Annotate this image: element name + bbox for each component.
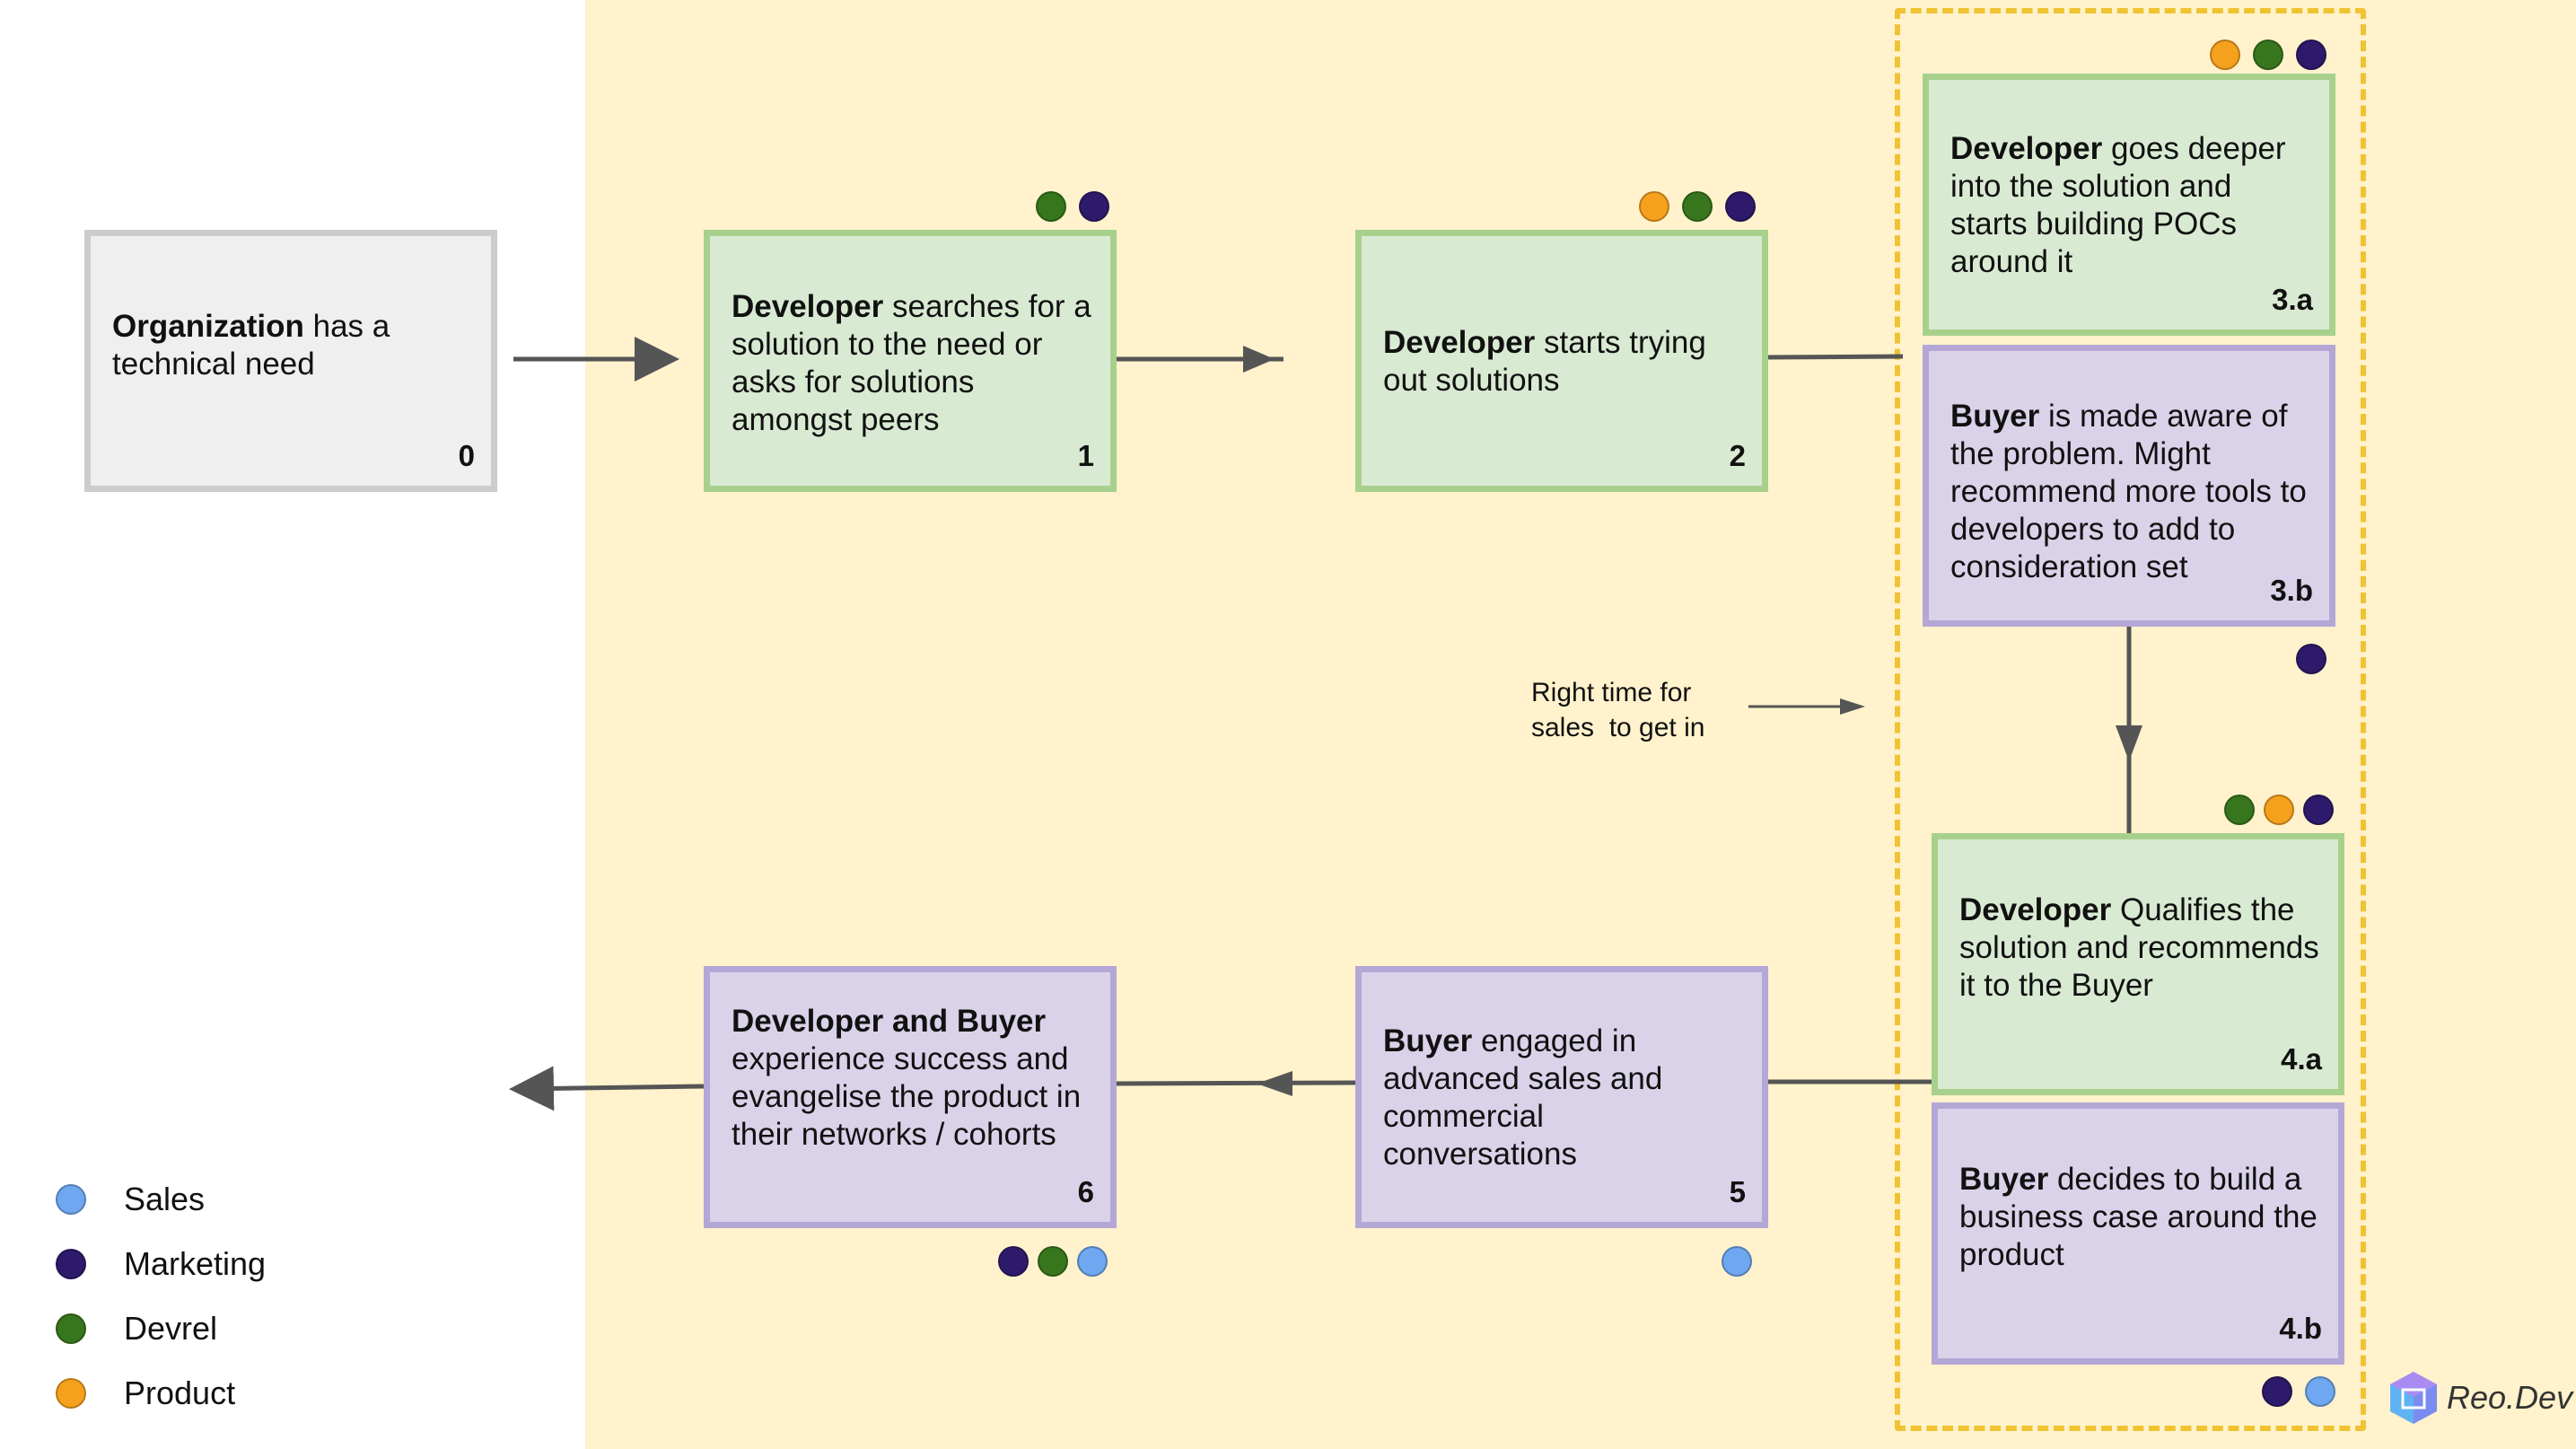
step-6-actor: Developer and Buyer (732, 1004, 1047, 1039)
devrel-dot-icon (1682, 191, 1713, 222)
step-3a-number: 3.a (2272, 283, 2313, 316)
step-3b-text: is made aware of the problem. Might reco… (1950, 399, 2307, 584)
devrel-dot-icon (2224, 795, 2255, 825)
legend-label: Devrel (124, 1310, 218, 1347)
marketing-dot-icon (2296, 40, 2326, 70)
marketing-dot-icon (56, 1249, 86, 1279)
step-3a-box: Developer goes deeper into the solution … (1923, 74, 2335, 336)
marketing-dot-icon (2262, 1376, 2292, 1407)
connector-2-to-3 (1764, 354, 1904, 360)
step-4b-box: Buyer decides to build a business case a… (1932, 1102, 2344, 1365)
sales-dot-icon (2305, 1376, 2335, 1407)
step-0-box: Organization has a technical need 0 (84, 230, 497, 492)
arrow-1-to-2-head (1243, 346, 1275, 373)
step-1-actor: Developer (732, 289, 884, 324)
logo-text: Reo.Dev (2447, 1379, 2573, 1416)
product-dot-icon (2264, 795, 2294, 825)
marketing-dot-icon (2303, 795, 2334, 825)
step-5-actor: Buyer (1383, 1023, 1473, 1058)
step-0-actor: Organization (112, 309, 304, 344)
product-dot-icon (2210, 40, 2240, 70)
marketing-dot-icon (998, 1246, 1029, 1277)
step-6-text: experience success and evangelise the pr… (732, 1041, 1082, 1152)
sales-window-dashed-region (1895, 8, 2366, 1431)
step-0-number: 0 (458, 439, 475, 472)
step-4b-number: 4.b (2279, 1312, 2322, 1345)
step-4b-actor: Buyer (1959, 1162, 2049, 1197)
step-2-actor: Developer (1383, 325, 1536, 360)
legend-label: Marketing (124, 1245, 267, 1282)
step-3a-text: goes deeper into the solution and starts… (1950, 131, 2286, 279)
sales-timing-note: Right time for sales to get in (1531, 678, 1705, 742)
step-1-text: searches for a solution to the need or a… (732, 289, 1091, 437)
step-1-number: 1 (1077, 439, 1094, 472)
devrel-dot-icon (56, 1313, 86, 1344)
sales-dot-icon (1077, 1246, 1108, 1277)
legend-label: Sales (124, 1181, 206, 1217)
step-3b-box: Buyer is made aware of the problem. Migh… (1923, 345, 2335, 627)
step-4a-number: 4.a (2281, 1042, 2322, 1076)
product-dot-icon (56, 1378, 86, 1409)
devrel-dot-icon (1036, 191, 1066, 222)
step-1-box: Developer searches for a solution to the… (704, 230, 1117, 492)
arrow-5-to-6 (1112, 1080, 1356, 1086)
reo-dev-logo-icon (2390, 1372, 2437, 1424)
devrel-dot-icon (1038, 1246, 1068, 1277)
marketing-dot-icon (1725, 191, 1756, 222)
step-2-text: starts trying out solutions (1383, 325, 1706, 398)
sales-dot-icon (56, 1184, 86, 1215)
marketing-dot-icon (1079, 191, 1109, 222)
legend-item-sales: Sales (56, 1181, 205, 1217)
step-4b-text: decides to build a business case around … (1959, 1162, 2318, 1272)
step-5-text: engaged in advanced sales and commercial… (1383, 1023, 1663, 1172)
step-6-box: Developer and Buyer experience success a… (704, 966, 1117, 1228)
marketing-dot-icon (2296, 644, 2326, 674)
step-4a-box: Developer Qualifies the solution and rec… (1932, 833, 2344, 1095)
arrow-6-out (509, 1066, 705, 1111)
step-3b-number: 3.b (2270, 574, 2313, 607)
step-4a-actor: Developer (1959, 892, 2112, 927)
step-4a-text: Qualifies the solution and recommends it… (1959, 892, 2319, 1003)
devrel-dot-icon (2253, 40, 2283, 70)
legend-item-marketing: Marketing (56, 1245, 267, 1282)
arrow-5-to-6-head (1257, 1071, 1292, 1096)
step-2-box: Developer starts trying out solutions 2 (1355, 230, 1768, 492)
legend-item-devrel: Devrel (56, 1310, 218, 1347)
product-dot-icon (1639, 191, 1669, 222)
legend-item-product: Product (56, 1374, 236, 1411)
step-5-number: 5 (1729, 1175, 1746, 1208)
step-3b-actor: Buyer (1950, 399, 2040, 434)
legend-label: Product (124, 1374, 236, 1411)
step-6-number: 6 (1077, 1175, 1094, 1208)
step-2-number: 2 (1729, 439, 1746, 472)
step-5-box: Buyer engaged in advanced sales and comm… (1355, 966, 1768, 1228)
arrow-3b-to-4a-head (2116, 725, 2142, 761)
sales-dot-icon (1722, 1246, 1752, 1277)
step-0-text: has a technical need (112, 309, 390, 382)
step-3a-actor: Developer (1950, 131, 2103, 166)
note-arrow-head (1840, 698, 1865, 715)
reo-dev-logo: Reo.Dev (2388, 1370, 2572, 1426)
